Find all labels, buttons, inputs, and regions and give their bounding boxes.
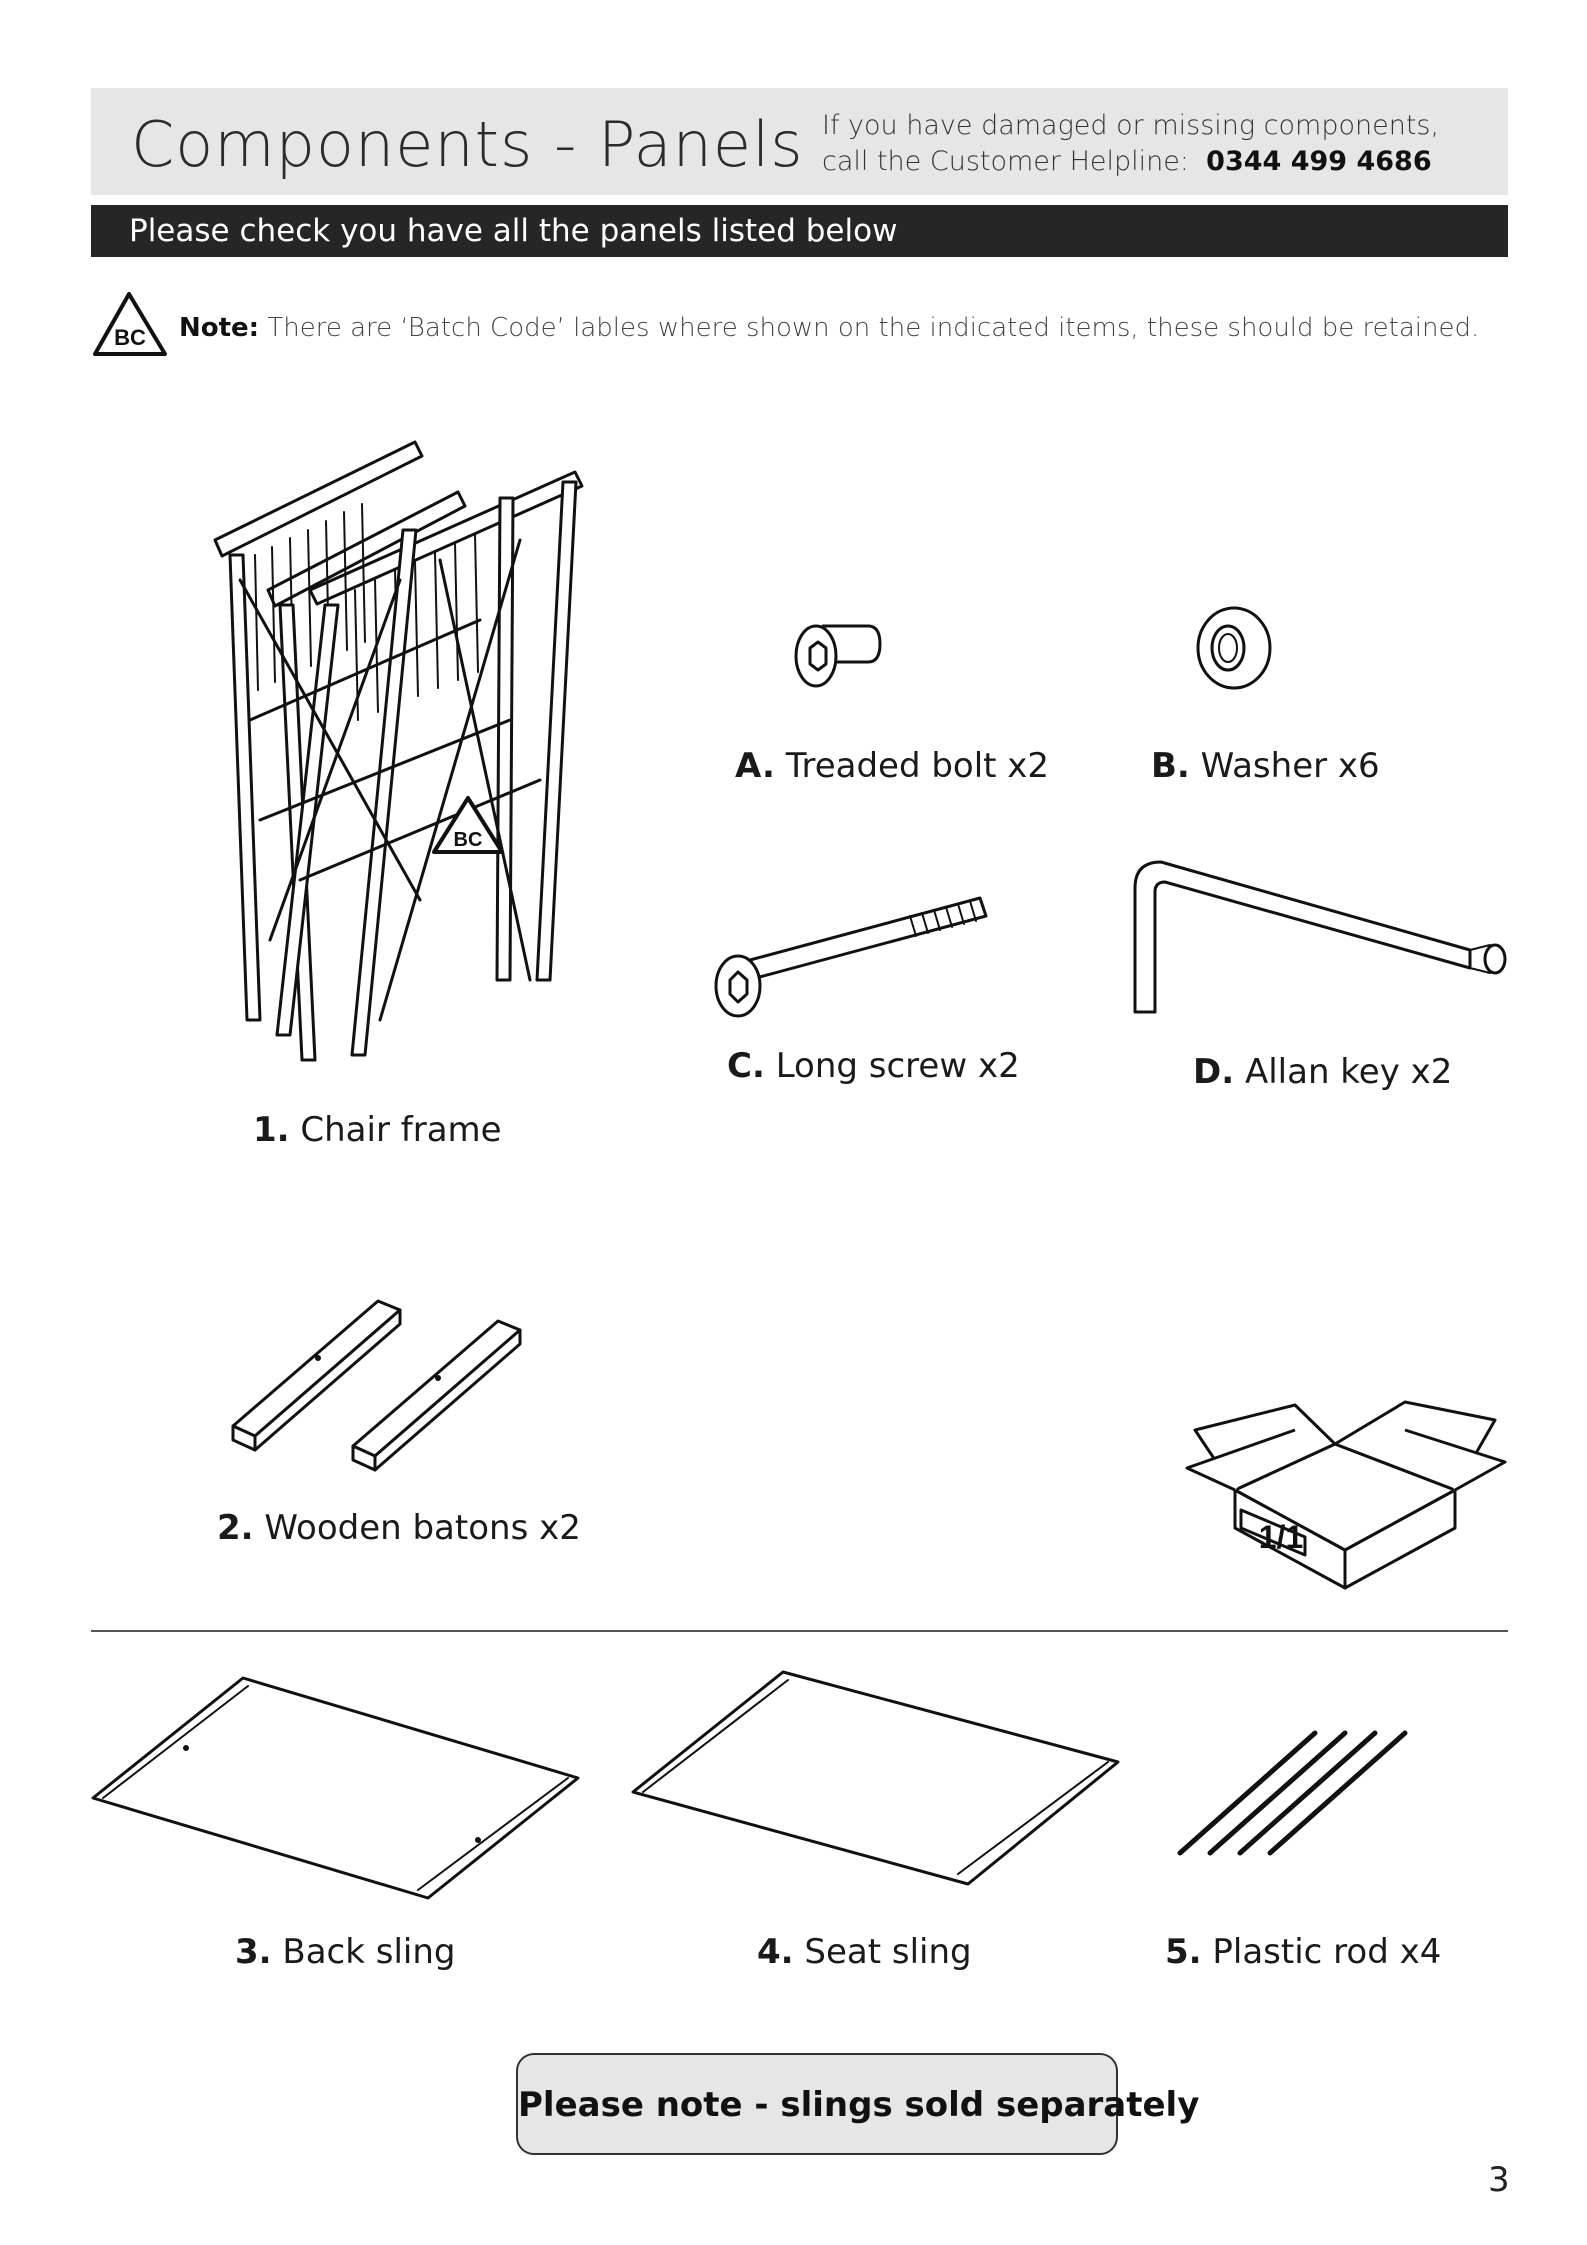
chair-frame-illustration: BC	[213, 440, 584, 1062]
label-batons-num: 2.	[217, 1508, 254, 1548]
label-allan-key-num: D.	[1193, 1052, 1235, 1092]
header-banner: Components - Panels If you have damaged …	[91, 88, 1508, 195]
subheading: Please check you have all the panels lis…	[129, 213, 898, 249]
slings-sold-note: Please note - slings sold separately	[516, 2053, 1200, 2155]
subheading-bar: Please check you have all the panels lis…	[91, 205, 1508, 257]
label-plastic-rod-num: 5.	[1165, 1932, 1202, 1972]
label-chair-frame-num: 1.	[253, 1110, 290, 1150]
label-bolt-num: A.	[735, 746, 775, 786]
label-back-sling-num: 3.	[235, 1932, 272, 1972]
label-seat-sling-num: 4.	[757, 1932, 794, 1972]
note-text: Note: There are ‘Batch Code’ lables wher…	[179, 313, 1479, 343]
label-washer-num: B.	[1151, 746, 1190, 786]
label-chair-frame-name: Chair frame	[300, 1110, 502, 1150]
plastic-rods-illustration	[1177, 1730, 1408, 1856]
slings-sold-text: Please note - slings sold separately	[518, 2085, 1200, 2125]
allan-key-illustration	[1133, 860, 1507, 1014]
open-box-icon: 1/1	[1185, 1400, 1507, 1590]
helpline-info: If you have damaged or missing component…	[822, 108, 1439, 180]
back-sling-illustration	[91, 1676, 580, 1900]
note-body: There are ‘Batch Code’ lables where show…	[267, 313, 1480, 343]
label-seat-sling-name: Seat sling	[804, 1932, 972, 1972]
helpline-phone: 0344 499 4686	[1206, 146, 1432, 177]
batch-code-triangle-icon: BC	[93, 292, 167, 356]
label-plastic-rod: 5. Plastic rod x4	[1165, 1932, 1441, 1972]
seat-sling-illustration	[631, 1670, 1120, 1886]
label-back-sling: 3. Back sling	[235, 1932, 455, 1972]
note-prefix: Note:	[179, 313, 260, 343]
label-chair-frame: 1. Chair frame	[253, 1110, 502, 1150]
label-batons: 2. Wooden batons x2	[217, 1508, 581, 1548]
bolt-illustration	[794, 624, 882, 688]
label-back-sling-name: Back sling	[282, 1932, 456, 1972]
page-title: Components - Panels	[131, 108, 804, 181]
batons-illustration	[231, 1299, 522, 1472]
box-label: 1/1	[1259, 1519, 1303, 1555]
helpline-label: call the Customer Helpline:	[822, 146, 1189, 177]
long-screw-illustration	[714, 896, 988, 1018]
note-badge-text: BC	[114, 325, 146, 350]
section-divider	[91, 1630, 1508, 1632]
helpline-line2: call the Customer Helpline: 0344 499 468…	[822, 144, 1439, 180]
label-batons-name: Wooden batons x2	[264, 1508, 581, 1548]
label-long-screw-num: C.	[727, 1046, 765, 1086]
label-bolt: A. Treaded bolt x2	[735, 746, 1049, 786]
label-washer: B. Washer x6	[1151, 746, 1380, 786]
label-bolt-name: Treaded bolt x2	[785, 746, 1050, 786]
label-washer-name: Washer x6	[1200, 746, 1380, 786]
label-seat-sling: 4. Seat sling	[757, 1932, 972, 1972]
chair-badge-text: BC	[454, 829, 483, 851]
washer-illustration	[1196, 606, 1272, 690]
label-long-screw: C. Long screw x2	[727, 1046, 1020, 1086]
page-number: 3	[1488, 2160, 1510, 2200]
label-allan-key-name: Allan key x2	[1244, 1052, 1453, 1092]
label-allan-key: D. Allan key x2	[1193, 1052, 1452, 1092]
label-plastic-rod-name: Plastic rod x4	[1212, 1932, 1442, 1972]
label-long-screw-name: Long screw x2	[775, 1046, 1020, 1086]
helpline-line1: If you have damaged or missing component…	[822, 110, 1440, 141]
